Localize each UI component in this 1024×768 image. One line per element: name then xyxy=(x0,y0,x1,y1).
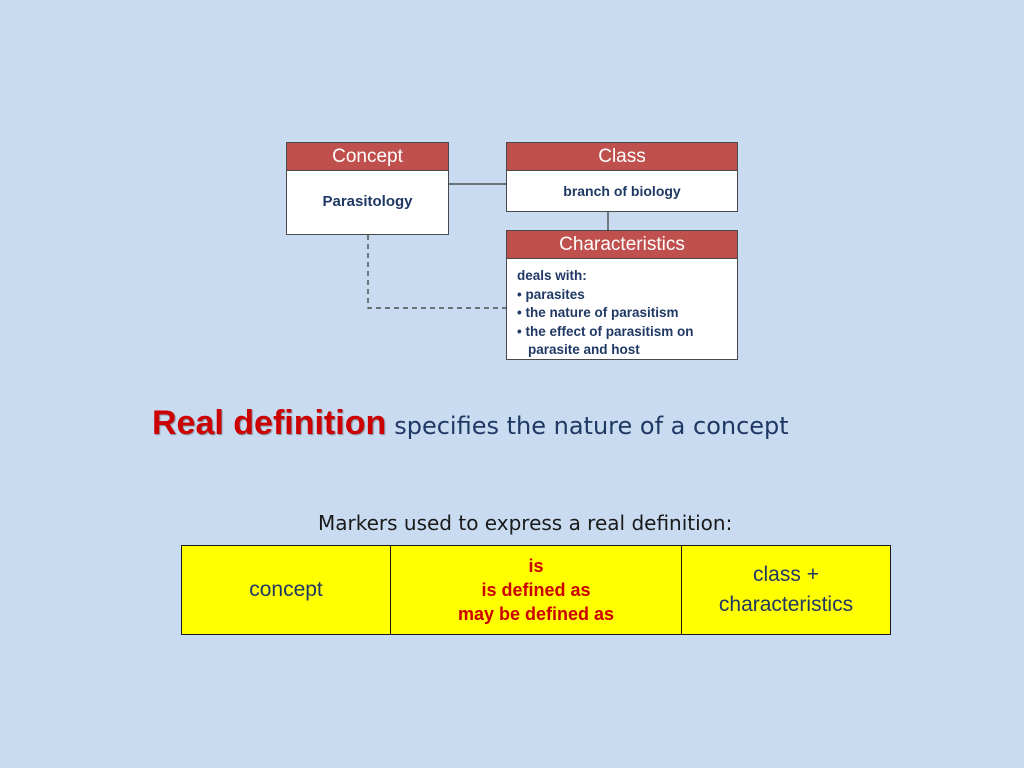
class-box-header: Class xyxy=(507,143,737,171)
characteristics-box: Characteristics deals with: • parasites … xyxy=(506,230,738,360)
concept-box: Concept Parasitology xyxy=(286,142,449,235)
heading-rest: specifies the nature of a concept xyxy=(394,412,789,440)
concept-characteristics-dashed-connector xyxy=(367,235,506,309)
characteristics-line: deals with: xyxy=(517,268,587,283)
markers-cell: is is defined as may be defined as xyxy=(390,545,682,635)
concept-box-body: Parasitology xyxy=(322,193,413,210)
class-characteristics-cell: class + characteristics xyxy=(681,545,891,635)
concept-cell: concept xyxy=(181,545,391,635)
markers-caption: Markers used to express a real definitio… xyxy=(318,511,733,535)
class-box-body: branch of biology xyxy=(563,183,681,199)
marker-line: may be defined as xyxy=(457,604,615,624)
characteristics-line: • parasites xyxy=(517,286,585,302)
characteristics-box-body: deals with: • parasites • the nature of … xyxy=(507,259,737,360)
characteristics-line: • the effect of parasitism on xyxy=(517,323,694,339)
marker-line: is xyxy=(528,556,544,576)
concept-box-header: Concept xyxy=(287,143,448,171)
class-line: characteristics xyxy=(718,593,854,616)
marker-line: is defined as xyxy=(481,580,591,600)
characteristics-box-header: Characteristics xyxy=(507,231,737,259)
characteristics-line: • the nature of parasitism xyxy=(517,305,679,320)
heading-emphasis: Real definition xyxy=(152,404,387,442)
class-box: Class branch of biology xyxy=(506,142,738,212)
markers-table: concept is is defined as may be defined … xyxy=(181,545,891,635)
characteristics-line: parasite and host xyxy=(528,342,640,357)
class-line: class + xyxy=(753,563,819,586)
table-row: concept is is defined as may be defined … xyxy=(181,545,891,635)
